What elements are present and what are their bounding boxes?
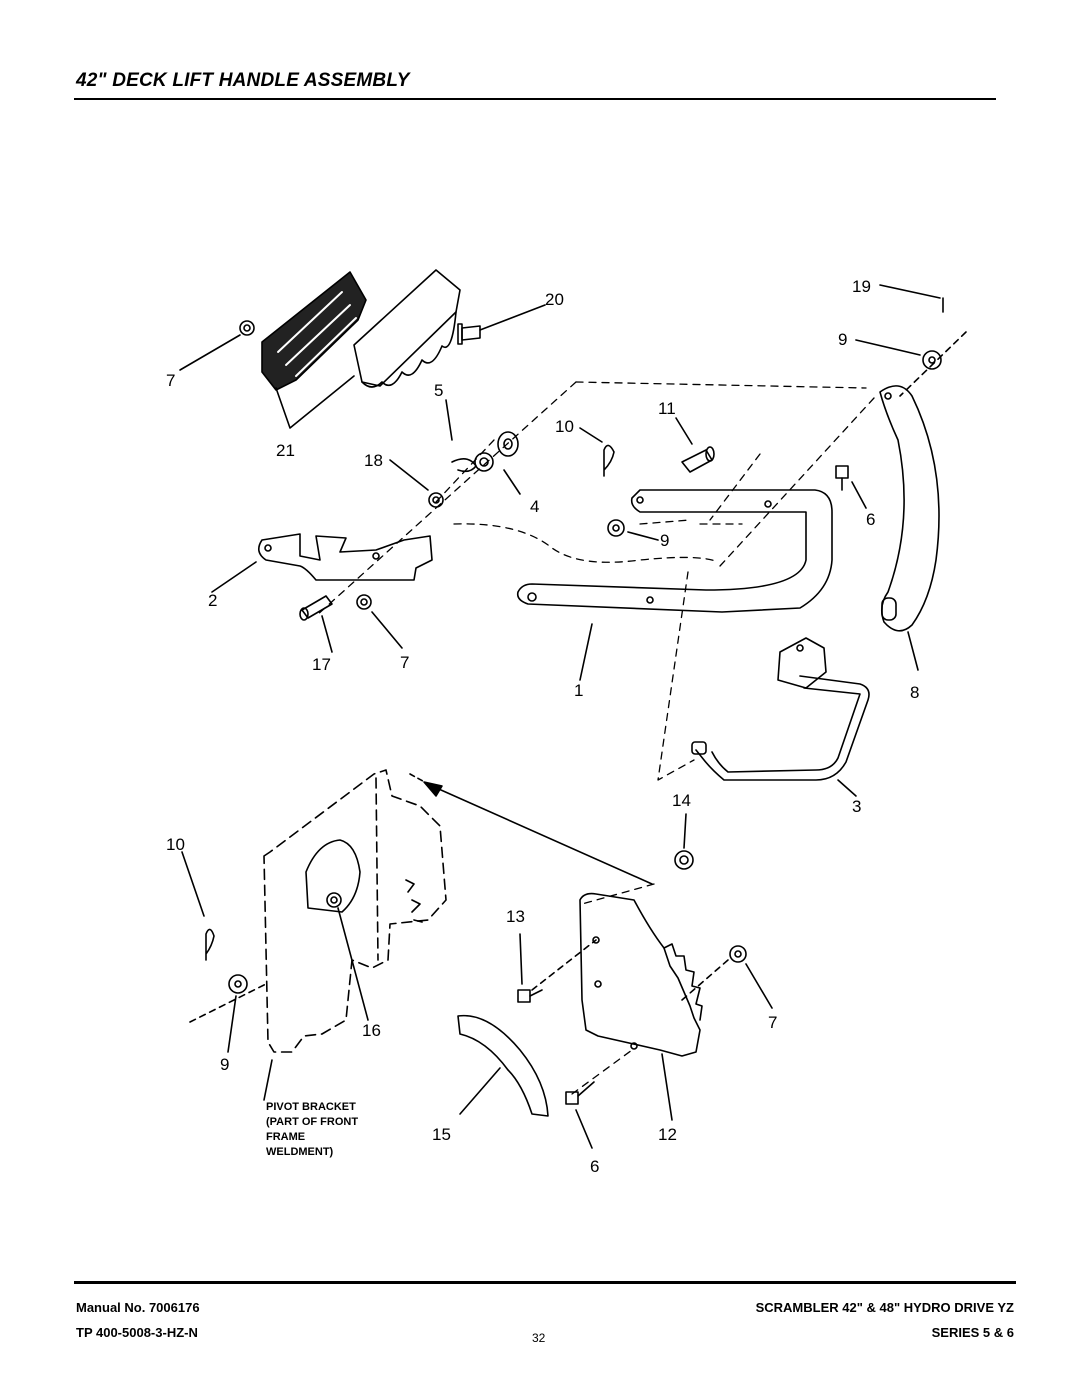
series-label: SERIES 5 & 6 [931, 1325, 1014, 1340]
nut-7-lower [729, 945, 747, 963]
callout-16: 16 [362, 1021, 381, 1040]
callout-19: 19 [852, 277, 871, 296]
callout-6-bottom: 6 [590, 1157, 599, 1176]
nut-7-top [239, 320, 255, 336]
sector-gear-12 [579, 892, 703, 1057]
callout-3: 3 [852, 797, 861, 816]
washer-9-top [922, 350, 942, 370]
callout-8: 8 [910, 683, 919, 702]
callout-10-top: 10 [555, 417, 574, 436]
bolt-13 [517, 989, 543, 1003]
footer-rule [74, 1281, 1016, 1284]
callout-9-top: 9 [838, 330, 847, 349]
callout-1: 1 [574, 681, 583, 700]
page-title: 42" DECK LIFT HANDLE ASSEMBLY [76, 70, 410, 91]
washer-9-mid [607, 519, 625, 537]
title-rule [74, 98, 996, 100]
callout-4: 4 [530, 497, 539, 516]
link-8 [879, 385, 940, 632]
bushing-18 [428, 492, 444, 508]
callout-9-mid: 9 [660, 531, 669, 550]
lift-arm-1 [516, 489, 833, 613]
note-line-3: FRAME [266, 1131, 305, 1143]
callout-17: 17 [312, 655, 331, 674]
note-line-4: WELDMENT) [266, 1146, 334, 1158]
callout-14: 14 [672, 791, 691, 810]
bolt-6-bottom [565, 1081, 595, 1105]
model-name: SCRAMBLER 42" & 48" HYDRO DRIVE YZ [755, 1300, 1014, 1315]
rod-3 [691, 637, 870, 781]
page-number: 32 [532, 1331, 546, 1345]
hairpin-clip-10-top [603, 444, 615, 477]
callout-6-top: 6 [866, 510, 875, 529]
pivot-bracket-gear [305, 839, 423, 923]
callout-5: 5 [434, 381, 443, 400]
pin-20 [457, 323, 481, 345]
callout-11: 11 [658, 399, 676, 418]
callout-7-lower: 7 [768, 1013, 777, 1032]
callout-2: 2 [208, 591, 217, 610]
washer-4 [497, 431, 519, 457]
nut-7-mid [356, 594, 372, 610]
washer-9-bottom [228, 974, 248, 994]
bracket-2 [258, 533, 433, 581]
callout-21: 21 [276, 441, 295, 460]
handle-grip-right [353, 269, 461, 388]
callout-18: 18 [364, 451, 383, 470]
handle-grip-left [261, 271, 367, 391]
note-line-2: (PART OF FRONT [266, 1116, 358, 1128]
manual-number: Manual No. 7006176 [76, 1300, 200, 1315]
callout-20: 20 [545, 290, 564, 309]
callout-7-top: 7 [166, 371, 175, 390]
callout-12: 12 [658, 1125, 677, 1144]
callout-13: 13 [506, 907, 525, 926]
hairpin-clip-10-bottom [205, 928, 215, 961]
assembly-centerlines [315, 381, 875, 1095]
shield-15 [457, 1014, 549, 1117]
note-line-1: PIVOT BRACKET [266, 1101, 356, 1113]
callout-15: 15 [432, 1125, 451, 1144]
bolt-11 [681, 446, 715, 473]
tp-number: TP 400-5008-3-HZ-N [76, 1325, 198, 1340]
pivot-bracket-frame [263, 769, 447, 1053]
bolt-6-top [835, 465, 849, 491]
callout-7-mid: 7 [400, 653, 409, 672]
callout-9-bottom: 9 [220, 1055, 229, 1074]
pin-17 [299, 595, 333, 621]
callout-10-bottom: 10 [166, 835, 185, 854]
bushing-14 [674, 850, 694, 870]
